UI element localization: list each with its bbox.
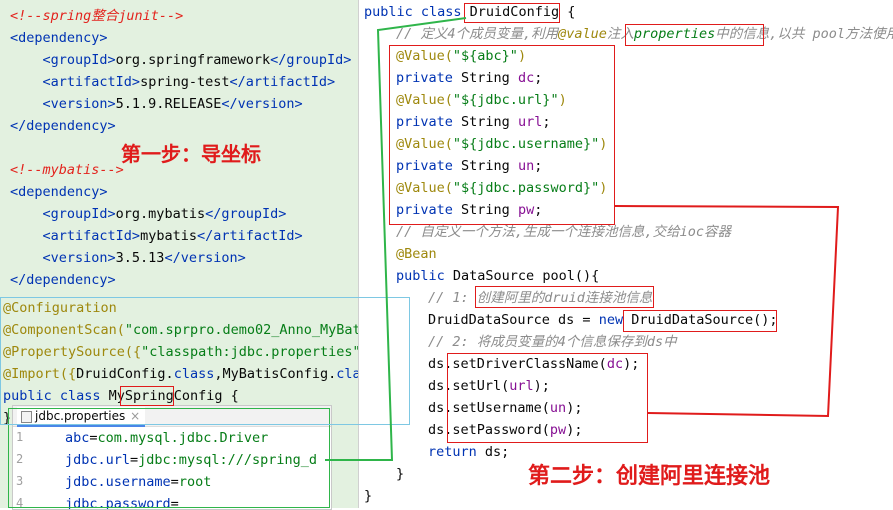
xml-line: </dependency> bbox=[10, 118, 116, 134]
bean-annotation: @Bean bbox=[396, 246, 437, 262]
xml-line: <groupId>org.springframework</groupId> bbox=[42, 52, 352, 68]
line-number: 4 bbox=[16, 496, 24, 510]
xml-line: <!--spring整合junit--> bbox=[10, 8, 184, 24]
config-line: @Import({DruidConfig.class,MyBatisConfig… bbox=[3, 366, 358, 382]
property-line: jdbc.username=root bbox=[65, 474, 212, 490]
field-line: private String url; bbox=[396, 114, 551, 130]
xml-line: <!--mybatis--> bbox=[10, 162, 124, 178]
step2-label: 第二步：创建阿里连接池 bbox=[528, 464, 771, 489]
method-close: } bbox=[396, 466, 405, 482]
new-datasource-line: DruidDataSource ds = new DruidDataSource… bbox=[428, 312, 778, 328]
config-line: @PropertySource({"classpath:jdbc.propert… bbox=[3, 344, 358, 360]
xml-line: <artifactId>spring-test</artifactId> bbox=[42, 74, 336, 90]
field-line: @Value("${jdbc.username}") bbox=[396, 136, 608, 152]
xml-line: <artifactId>mybatis</artifactId> bbox=[42, 228, 303, 244]
property-line: abc=com.mysql.jdbc.Driver bbox=[65, 430, 269, 446]
setter-line: ds.setUsername(un); bbox=[428, 400, 583, 416]
field-line: private String dc; bbox=[396, 70, 543, 86]
step1-label: 第一步：导坐标 bbox=[121, 142, 261, 166]
setter-line: ds.setUrl(url); bbox=[428, 378, 550, 394]
tab-label: jdbc.properties bbox=[35, 409, 126, 423]
config-close: } bbox=[3, 410, 12, 426]
xml-line: </dependency> bbox=[10, 272, 116, 288]
line-number: 3 bbox=[16, 474, 24, 488]
method-decl: public DataSource pool(){ bbox=[396, 268, 600, 284]
field-line: @Value("${jdbc.password}") bbox=[396, 180, 608, 196]
jdbc-properties-editor: jdbc.properties × 1 abc=com.mysql.jdbc.Dr… bbox=[12, 405, 332, 510]
class-decl: public class DruidConfig { bbox=[364, 4, 576, 20]
xml-line: <version>5.1.9.RELEASE</version> bbox=[42, 96, 303, 112]
field-line: @Value("${abc}") bbox=[396, 48, 527, 64]
field-line: private String pw; bbox=[396, 202, 543, 218]
property-line: jdbc.url=jdbc:mysql:///spring_d bbox=[65, 452, 317, 468]
comment-line: // 自定义一个方法,生成一个连接池信息,交给ioc容器 bbox=[396, 224, 732, 240]
xml-line: <dependency> bbox=[10, 30, 108, 46]
config-line: @Configuration bbox=[3, 300, 117, 316]
setter-line: ds.setDriverClassName(dc); bbox=[428, 356, 640, 372]
property-line: jdbc.password= bbox=[65, 496, 179, 510]
comment-line: // 2: 将成员变量的4个信息保存到ds中 bbox=[428, 334, 677, 350]
druid-config-pane: public class DruidConfig { // 定义4个成员变量,利用… bbox=[358, 0, 893, 508]
editor-tab-bar: jdbc.properties × bbox=[13, 406, 331, 427]
comment-line: // 1: 创建阿里的druid连接池信息 bbox=[428, 290, 653, 306]
line-number: 1 bbox=[16, 430, 24, 444]
xml-line: <version>3.5.13</version> bbox=[42, 250, 246, 266]
properties-file-icon bbox=[21, 411, 32, 423]
field-line: private String un; bbox=[396, 158, 543, 174]
class-close: } bbox=[364, 488, 373, 504]
xml-line: <dependency> bbox=[10, 184, 108, 200]
config-line: public class MySpringConfig { bbox=[3, 388, 239, 404]
setter-line: ds.setPassword(pw); bbox=[428, 422, 583, 438]
close-tab-icon[interactable]: × bbox=[130, 409, 141, 423]
tab-jdbc-properties[interactable]: jdbc.properties × bbox=[17, 407, 146, 427]
xml-line: <groupId>org.mybatis</groupId> bbox=[42, 206, 287, 222]
field-line: @Value("${jdbc.url}") bbox=[396, 92, 567, 108]
comment-line: // 定义4个成员变量,利用@value注入properties中的信息,以共 … bbox=[396, 26, 893, 42]
line-number: 2 bbox=[16, 452, 24, 466]
config-line: @ComponentScan("com.sprpro.demo02_Anno_M… bbox=[3, 322, 358, 338]
return-line: return ds; bbox=[428, 444, 510, 460]
